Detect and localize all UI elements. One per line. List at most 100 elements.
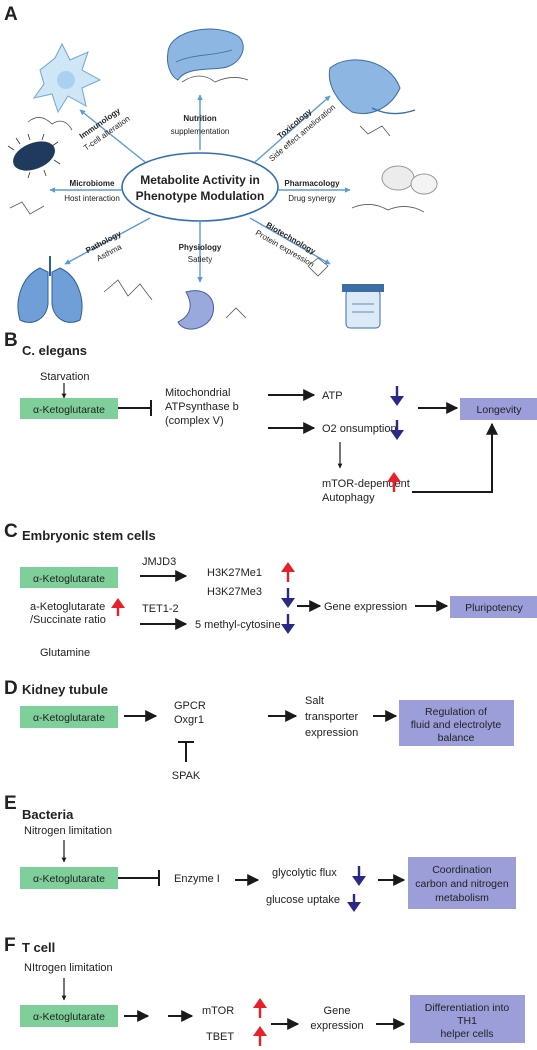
pluripotency-box — [450, 596, 537, 618]
panel-c-title: Embryonic stem cells — [22, 528, 156, 543]
ratio-line1: a-Ketoglutarate — [30, 601, 105, 613]
panel-f-title: T cell — [22, 940, 55, 955]
stomach-icon — [177, 290, 247, 330]
akg-label-e: α-Ketoglutarate — [33, 873, 105, 885]
center-oval — [121, 152, 279, 222]
tbet-label: TBET — [206, 1031, 234, 1043]
panel-b-title: C. elegans — [22, 343, 87, 358]
panel-letter-e: E — [4, 793, 17, 814]
down-arrow-h3k27me3 — [281, 588, 295, 608]
akg-box-e — [20, 867, 118, 889]
microbiome-label: Microbiome — [70, 179, 115, 188]
nutrition-sub: supplementation — [171, 127, 230, 136]
panel-letter-d: D — [4, 678, 18, 699]
glycolytic-label: glycolytic flux — [272, 867, 337, 879]
biotechnology-arrow — [249, 217, 331, 265]
akg-label-b: α-Ketoglutarate — [33, 404, 105, 416]
bioreactor-icon — [307, 257, 384, 329]
pharmacology-sub: Drug synergy — [288, 194, 336, 203]
dendritic-cell-icon — [27, 42, 102, 131]
panel-d-title: Kidney tubule — [22, 682, 108, 697]
mtor-label-f: mTOR — [202, 1005, 234, 1017]
mito-line2: ATPsynthase b — [165, 401, 239, 413]
ratio-line2: /Succinate ratio — [30, 614, 106, 626]
panel-d: D Kidney tubule α-Ketoglutarate GPCR Oxg… — [4, 678, 514, 782]
up-arrow-ratio — [111, 598, 125, 616]
atp-label: ATP — [322, 390, 343, 402]
enzyme-label: Enzyme I — [174, 873, 220, 885]
regulation-line1: Regulation of — [425, 706, 487, 718]
coordination-line2: carbon and nitrogen — [415, 878, 509, 890]
nitrogen-label-e: Nitrogen limitation — [24, 825, 112, 837]
pluripotency-label: Pluripotency — [465, 602, 524, 614]
gene-expression-label: Gene expression — [324, 601, 407, 613]
pills-icon — [351, 165, 438, 213]
akg-box-b — [20, 398, 118, 419]
glutamine-label: Glutamine — [40, 647, 90, 659]
center-title-line2: Phenotype Modulation — [136, 189, 265, 203]
down-arrow-o2 — [390, 420, 404, 440]
oxgr1-label: Oxgr1 — [174, 714, 204, 726]
akg-box-d — [20, 706, 118, 728]
down-arrow-atp — [390, 386, 404, 406]
panel-e: E Bacteria Nitrogen limitation α-Ketoglu… — [4, 793, 516, 912]
salt-line3: expression — [305, 727, 358, 739]
mtor-autophagy-line2: Autophagy — [322, 492, 375, 504]
akg-label-c: α-Ketoglutarate — [33, 573, 105, 585]
gene-line1-f: Gene — [324, 1005, 351, 1017]
o2-label: O2 onsumption — [322, 423, 397, 435]
akg-label-d: α-Ketoglutarate — [33, 712, 105, 724]
longevity-box — [460, 398, 537, 420]
down-arrow-methyl — [281, 614, 295, 634]
toxicology-arrow — [254, 95, 331, 163]
up-arrow-tbet — [253, 1026, 267, 1046]
panel-c: C Embryonic stem cells α-Ketoglutarate J… — [4, 521, 537, 659]
h3k27me3-label: H3K27Me3 — [207, 586, 262, 598]
up-arrow-autophagy — [387, 472, 401, 492]
nitrogen-label-f: NItrogen limitation — [24, 962, 113, 974]
regulation-line3: balance — [438, 732, 475, 744]
panel-letter-b: B — [4, 330, 18, 351]
starvation-label: Starvation — [40, 371, 90, 383]
differentiation-line1: Differentiation into — [425, 1002, 510, 1014]
nutrition-label: Nutrition — [183, 114, 216, 123]
mito-line3: (complex V) — [165, 415, 224, 427]
akg-box-c — [20, 567, 118, 588]
immunology-arrow — [79, 109, 146, 163]
pathology-label-group: Pathology Asthma — [84, 229, 123, 263]
jmjd3-label: JMJD3 — [142, 556, 176, 568]
panel-a: A Metabolite Activity in Phenotype Modul… — [4, 4, 438, 330]
regulation-box — [399, 700, 514, 746]
salt-line2: transporter — [305, 711, 359, 723]
gene-line2-f: expression — [310, 1020, 363, 1032]
longevity-label: Longevity — [477, 404, 523, 416]
panel-f: F T cell NItrogen limitation α-Ketogluta… — [4, 935, 525, 1046]
methyl-label: 5 methyl-cytosine — [195, 619, 281, 631]
autophagy-to-longevity-arrow — [412, 422, 498, 493]
down-arrow-glucose — [347, 894, 361, 912]
differentiation-line2: TH1 — [457, 1015, 477, 1027]
brain-icon — [167, 28, 249, 83]
panel-e-title: Bacteria — [22, 807, 74, 822]
h3k27me1-label: H3K27Me1 — [207, 567, 262, 579]
tet-label: TET1-2 — [142, 603, 179, 615]
regulation-line2: fluid and electrolyte — [411, 719, 502, 731]
coordination-line3: metabolism — [435, 892, 489, 904]
glucose-label: glucose uptake — [266, 894, 340, 906]
gpcr-label: GPCR — [174, 700, 206, 712]
mito-line1: Mitochondrial — [165, 387, 230, 399]
bacterium-icon — [7, 133, 61, 215]
differentiation-line3: helper cells — [440, 1028, 493, 1040]
up-arrow-mtor — [253, 998, 267, 1018]
stomach-organ-icon — [328, 59, 416, 137]
differentiation-box — [410, 995, 525, 1043]
coordination-box — [408, 857, 516, 909]
panel-letter-f: F — [4, 935, 16, 956]
center-title-line1: Metabolite Activity in — [140, 173, 260, 187]
panel-letter-c: C — [4, 521, 18, 542]
coordination-line1: Coordination — [432, 864, 492, 876]
physiology-sub: Satiety — [188, 255, 212, 264]
microbiome-sub: Host interaction — [64, 194, 120, 203]
toxicology-label-group: Toxicology Side effect amelioration — [267, 103, 337, 164]
